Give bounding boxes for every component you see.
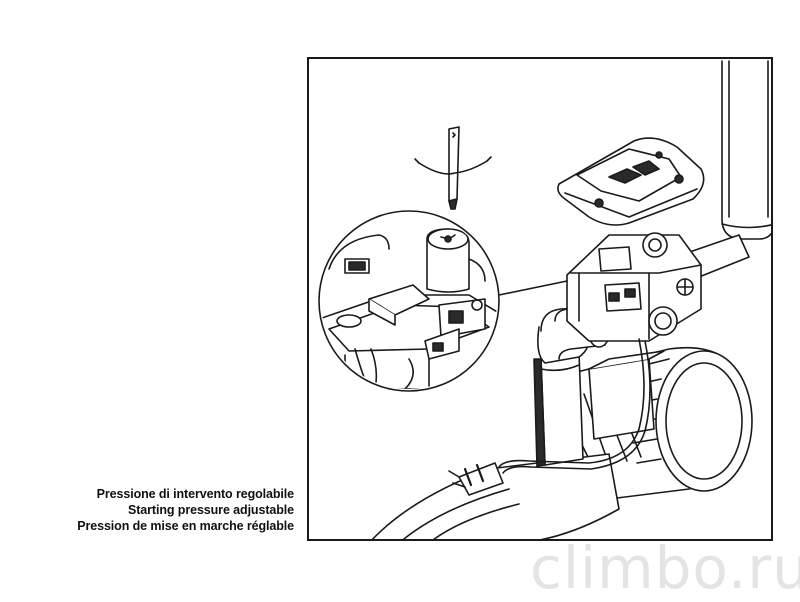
multilingual-caption: Pressione di intervento regolabile Start… <box>77 486 294 534</box>
illustration-frame <box>307 57 773 541</box>
site-watermark: climbo.ru <box>530 534 800 602</box>
screwdriver <box>414 126 492 210</box>
caption-english: Starting pressure adjustable <box>128 503 294 517</box>
pressure-switch <box>554 232 702 342</box>
magnifier-inset <box>318 210 568 392</box>
caption-italian: Pressione di intervento regolabile <box>96 487 294 501</box>
connector-block <box>588 350 665 440</box>
pump-illustration <box>318 60 771 539</box>
switch-cover <box>557 137 705 226</box>
outlet-pipe <box>721 60 771 240</box>
power-cable <box>448 338 651 496</box>
pump-housing <box>371 453 620 539</box>
caption-french: Pression de mise en marche réglable <box>77 519 294 533</box>
